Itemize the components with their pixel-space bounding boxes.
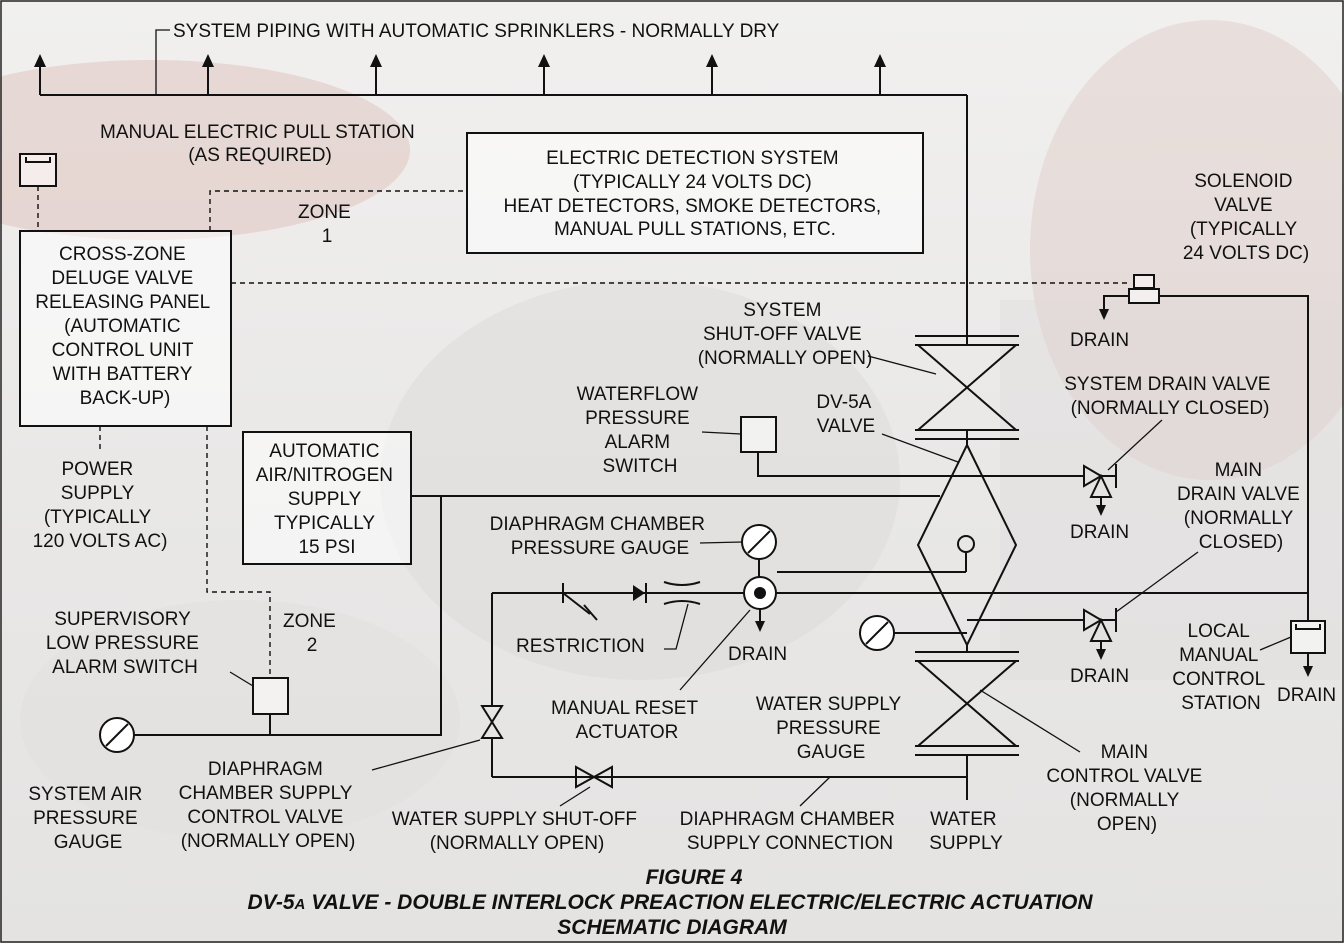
main-drain-label: MAIN DRAIN VALVE (NORMALLY CLOSED) (1177, 460, 1305, 553)
diaphragm-supply-conn-label: DIAPHRAGM CHAMBER SUPPLY CONNECTION (680, 809, 901, 854)
system-piping (34, 29, 968, 336)
main-control-label: MAIN CONTROL VALVE (NORMALLY OPEN) (1046, 742, 1207, 835)
main-drain-valve-icon (1083, 608, 1117, 660)
dv5a-valve-body (777, 439, 1018, 648)
check-valve-icon (562, 583, 598, 621)
system-piping-label: SYSTEM PIPING WITH AUTOMATIC SPRINKLERS … (173, 21, 780, 42)
manual-reset-actuator-icon (743, 576, 777, 632)
supervisory-label: SUPERVISORY LOW PRESSURE ALARM SWITCH (46, 609, 204, 678)
water-supply-shutoff-icon (575, 765, 613, 789)
figure-title: DV-5A VALVE - DOUBLE INTERLOCK PREACTION… (247, 891, 1093, 914)
waterflow-alarm-switch-icon (740, 416, 777, 453)
zone-1-label: ZONE 1 (298, 202, 356, 247)
solenoid-drain-label: DRAIN (1070, 330, 1129, 351)
manual-pull-station-icon (19, 153, 57, 187)
power-supply-label: POWER SUPPLY (TYPICALLY 120 VOLTS AC) (33, 459, 168, 552)
detection-system-label: ELECTRIC DETECTION SYSTEM (TYPICALLY 24 … (504, 148, 887, 240)
restriction-label: RESTRICTION (516, 636, 645, 657)
sprinkler-arrow-icon (874, 54, 886, 67)
water-supply-label: WATER SUPPLY (929, 809, 1003, 854)
local-station-drain-label: DRAIN (1277, 685, 1336, 706)
manual-reset-label: MANUAL RESET ACTUATOR (551, 698, 703, 743)
air-supply-box (242, 431, 412, 565)
main-drain-drain-label: DRAIN (1070, 666, 1129, 687)
air-supply-label: AUTOMATIC AIR/NITROGEN SUPPLY TYPICALLY … (256, 441, 399, 558)
solenoid-valve-label: SOLENOID VALVE (TYPICALLY 24 VOLTS DC) (1183, 171, 1309, 264)
zone-2-label: ZONE 2 (283, 611, 341, 656)
water-supply-gauge-icon (859, 615, 967, 651)
sprinkler-arrow-icon (370, 54, 382, 67)
figure-number: FIGURE 4 (646, 866, 743, 889)
sprinkler-arrow-icon (202, 54, 214, 67)
releasing-panel-label: CROSS-ZONE DELUGE VALVE RELEASING PANEL … (35, 244, 215, 409)
supervisory-switch-icon (252, 677, 289, 715)
diode-check-icon (633, 583, 647, 603)
releasing-panel-box (19, 230, 232, 427)
local-manual-station-icon (1290, 620, 1326, 677)
manual-pull-label: MANUAL ELECTRIC PULL STATION (AS REQUIRE… (100, 122, 420, 166)
system-drain-valve-icon (1083, 464, 1117, 516)
system-shutoff-label: SYSTEM SHUT-OFF VALVE (NORMALLY OPEN) (698, 300, 873, 369)
solenoid-valve-icon (1128, 274, 1160, 304)
water-supply-gauge-label: WATER SUPPLY PRESSURE GAUGE (756, 694, 906, 763)
detection-system-box (466, 132, 924, 254)
dv5a-label: DV-5A VALVE (816, 392, 875, 437)
diaphragm-gauge-label: DIAPHRAGM CHAMBER PRESSURE GAUGE (490, 514, 711, 559)
water-shutoff-label: WATER SUPPLY SHUT-OFF (NORMALLY OPEN) (392, 809, 643, 854)
system-air-gauge-label: SYSTEM AIR PRESSURE GAUGE (28, 784, 147, 853)
system-shutoff-valve-icon (915, 335, 1019, 440)
diaphragm-supply-valve-icon (480, 705, 967, 778)
system-drain-label: SYSTEM DRAIN VALVE (NORMALLY CLOSED) (1064, 374, 1276, 419)
system-drain-drain-label: DRAIN (1070, 522, 1129, 543)
diaphragm-pressure-gauge-icon (741, 524, 777, 577)
waterflow-label: WATERFLOW PRESSURE ALARM SWITCH (577, 384, 704, 477)
sprinkler-arrow-icon (706, 54, 718, 67)
restriction-orifice-icon (663, 581, 701, 605)
sprinkler-arrow-icon (538, 54, 550, 67)
reset-drain-label: DRAIN (728, 644, 787, 665)
system-air-gauge-icon (99, 717, 151, 753)
sprinkler-arrow-icon (34, 54, 46, 67)
local-manual-label: LOCAL MANUAL CONTROL STATION (1172, 621, 1269, 714)
diaphragm-supply-valve-label: DIAPHRAGM CHAMBER SUPPLY CONTROL VALVE (… (179, 759, 358, 852)
figure-title-line2: SCHEMATIC DIAGRAM (557, 916, 787, 939)
main-control-valve-icon (915, 645, 1019, 800)
